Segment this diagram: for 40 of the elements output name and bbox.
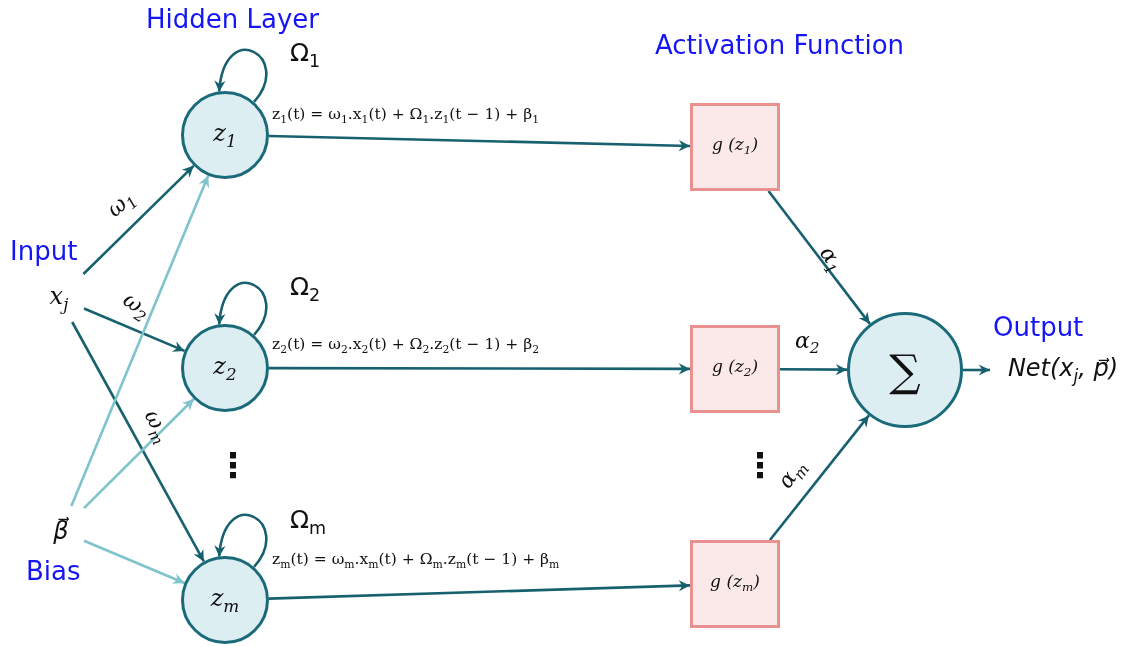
layer-heading: Output [993,312,1084,342]
math-text: x$_{j}$ [40,280,78,316]
arrow [70,175,210,507]
math-text: Net(x$_{j}$, p⃗) [996,350,1130,390]
equation-label: z$_{1}$(t) = ω$_{1}$.x$_{1}$(t) + Ω$_{1}$.z$_{1}$(t − 1) + β$_{1}$ [272,105,540,127]
arrow [71,321,205,563]
arrow [83,539,185,585]
weight-label: Ω$_{1}$ [290,38,321,71]
neuron-circle: z$_{m}$ [181,556,269,644]
arrow [768,414,870,541]
weight-label: α$_{2}$ [795,328,820,358]
self-loop-arrow [215,48,268,103]
activation-box: g (z$_{2}$) [690,325,780,413]
arrow [780,364,847,376]
section-heading: Hidden Layer [146,4,319,34]
arrow [82,164,195,275]
arrow [767,190,871,325]
weight-label: Ω$_{m}$ [290,505,327,538]
ellipsis: ⋮ [216,445,250,485]
ellipsis: ⋮ [743,445,777,485]
activation-box: g (z$_{1}$) [690,103,780,191]
neuron-circle: z$_{2}$ [181,324,269,412]
self-loop-arrow [215,281,268,336]
arrow [83,398,195,510]
arrow [269,363,690,375]
section-heading: Activation Function [655,30,905,60]
equation-label: z$_{2}$(t) = ω$_{2}$.x$_{2}$(t) + Ω$_{2}$.z$_{2}$(t − 1) + β$_{2}$ [272,335,540,357]
arrow [268,134,691,152]
activation-box: g (z$_{m}$) [690,540,780,628]
layer-heading: Input [10,236,78,266]
arrow [83,307,185,353]
math-text: β⃗ [44,512,78,550]
arrow [268,580,691,600]
neuron-circle: z$_{1}$ [181,91,269,179]
arrow [963,364,990,376]
equation-label: z$_{m}$(t) = ω$_{m}$.x$_{m}$(t) + Ω$_{m}$.z$_{m}$(t − 1) + β$_{m}$ [272,550,560,572]
weight-label: Ω$_{2}$ [290,272,321,305]
neuron-circle: ∑ [847,312,963,428]
self-loop-arrow [215,513,268,568]
layer-heading: Bias [26,556,81,586]
